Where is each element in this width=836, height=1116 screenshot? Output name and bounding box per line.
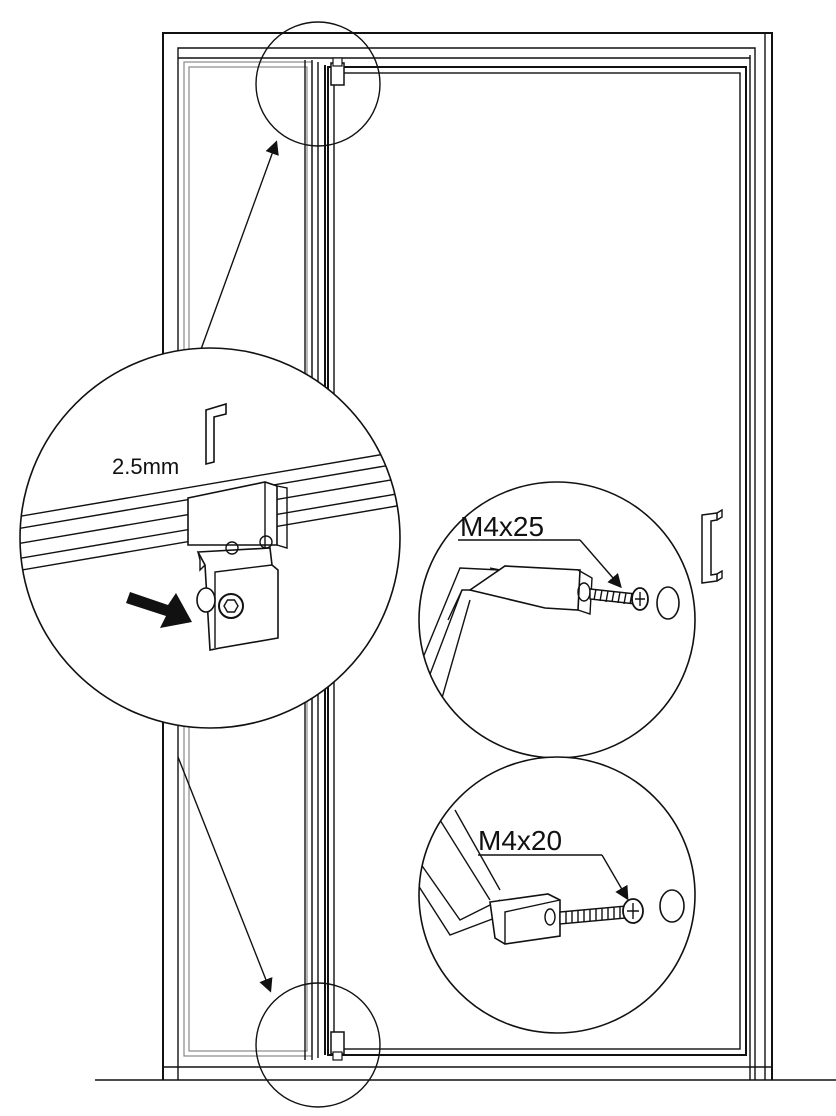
handle-top-screw-detail: M4x25: [418, 481, 696, 759]
hinge-zoom-detail: 2.5mm: [19, 347, 401, 729]
arrow-to-top: [199, 140, 279, 353]
hex-key-label: 2.5mm: [112, 454, 179, 479]
top-pivot: [330, 57, 345, 86]
screw-cap: [659, 889, 685, 923]
pointer-arrow-icon: [126, 592, 192, 628]
screw-bottom-label: M4x20: [478, 825, 562, 856]
bottom-pivot: [330, 1031, 345, 1061]
arrow-to-bottom: [177, 756, 273, 993]
screw-cap: [656, 586, 680, 620]
top-detail-circle: [255, 21, 381, 147]
screw-icon: [589, 587, 649, 611]
screw-top-label: M4x25: [460, 511, 544, 542]
door-handle-icon: [701, 508, 723, 584]
screw-icon: [559, 898, 644, 925]
handle-bottom-screw-detail: M4x20: [418, 756, 696, 1034]
bottom-detail-circle: [255, 982, 381, 1108]
allen-key-icon: [205, 402, 227, 466]
